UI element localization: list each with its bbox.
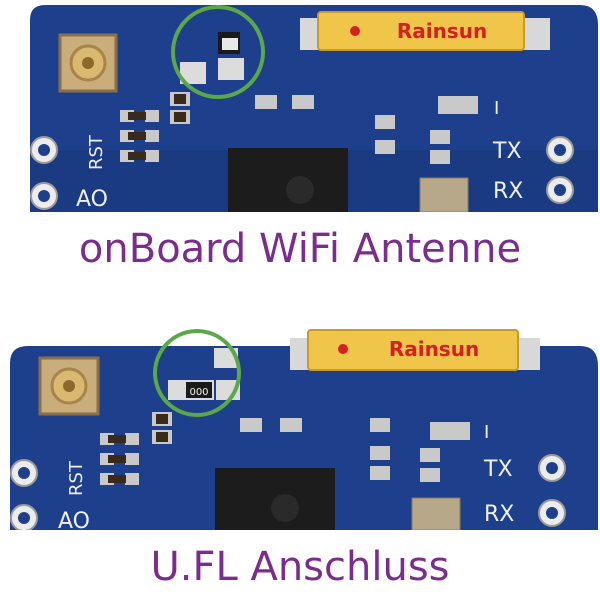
label-rx: RX [484, 502, 514, 527]
label-one: I [484, 422, 489, 443]
chip-antenna [307, 329, 519, 371]
ufl-connector [58, 33, 118, 93]
label-ao: AO [76, 187, 108, 212]
photo-panel-top: Rainsun [0, 0, 600, 290]
label-ao: AO [58, 509, 90, 530]
label-tx: TX [492, 139, 522, 164]
label-rst: RST [86, 134, 107, 170]
label-rst: RST [66, 460, 87, 496]
highlight-circle [171, 5, 265, 99]
label-tx: TX [483, 457, 513, 482]
pcb-photo-ufl-connector: Rainsun 000 RST AO [0, 318, 600, 530]
caption-bottom: U.FL Anschluss [150, 544, 450, 590]
chip-antenna [317, 11, 525, 51]
antenna-label: Rainsun [397, 19, 487, 43]
label-rx: RX [493, 179, 523, 204]
highlight-circle [153, 329, 241, 417]
esp-chip [228, 148, 348, 212]
label-one: I [494, 98, 499, 119]
caption-top: onBoard WiFi Antenne [78, 226, 522, 272]
resistor-code: 000 [189, 387, 208, 398]
pcb-photo-onboard-antenna: Rainsun [0, 0, 600, 212]
photo-panel-bottom: Rainsun 000 RST AO [0, 318, 600, 596]
antenna-label: Rainsun [389, 337, 479, 361]
